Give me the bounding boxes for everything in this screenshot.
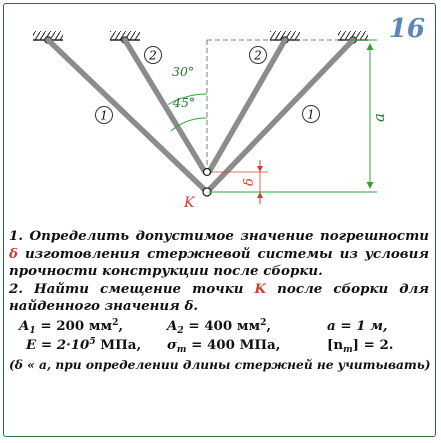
- param-sigma: σт = 400 МПа,: [167, 336, 281, 355]
- delta-label: δ: [242, 178, 257, 186]
- task-item-2: 2. Найти смещение точки K после сборки д…: [9, 280, 430, 315]
- dimension-delta: δ: [211, 160, 268, 204]
- task-text: 1. Определить допустимое значение погреш…: [9, 228, 431, 375]
- node-K-label: K: [183, 195, 196, 211]
- svg-text:2: 2: [148, 49, 157, 63]
- rod-2-right: [206, 37, 288, 175]
- param-a: a = 1 м,: [327, 317, 388, 334]
- dimension-a: a: [209, 39, 388, 193]
- angle-arc-30: [167, 93, 208, 105]
- rod-1-left: [45, 37, 210, 195]
- angle-arc-45: [170, 117, 208, 132]
- svg-text:1: 1: [307, 108, 315, 122]
- problem-card: 16: [3, 3, 436, 437]
- angle-label-45: 45°: [172, 95, 195, 110]
- upper-node: [202, 167, 212, 177]
- truss-diagram: 30° 45° 1 2 2 1 a δ K: [33, 31, 388, 211]
- params-row-2: E = 2·105 МПа, σт = 400 МПа, [nт] = 2.: [9, 337, 429, 356]
- svg-text:2: 2: [253, 49, 262, 63]
- problem-number: 16: [388, 14, 425, 44]
- dim-a-label: a: [370, 113, 388, 122]
- param-A1: A1 = 200 мм2,: [19, 317, 124, 336]
- rod-label-left-1: 1: [95, 106, 113, 124]
- param-E: E = 2·105 МПа,: [26, 336, 142, 353]
- svg-text:1: 1: [100, 109, 108, 123]
- rod-label-right-2: 2: [249, 46, 267, 64]
- rod-label-left-2: 2: [144, 46, 162, 64]
- rod-1-right: [204, 37, 356, 195]
- rod-2-left: [122, 37, 208, 175]
- task-item-1: 1. Определить допустимое значение погреш…: [9, 228, 429, 280]
- param-A2: A2 = 400 мм2,: [167, 317, 272, 336]
- angle-label-30: 30°: [172, 64, 194, 79]
- param-n: [nт] = 2.: [327, 336, 394, 355]
- params-row-1: A1 = 200 мм2, A2 = 400 мм2, a = 1 м,: [9, 318, 429, 337]
- task-note: (δ « a, при определении длины стержней н…: [9, 357, 431, 372]
- rod-label-right-1: 1: [302, 105, 320, 123]
